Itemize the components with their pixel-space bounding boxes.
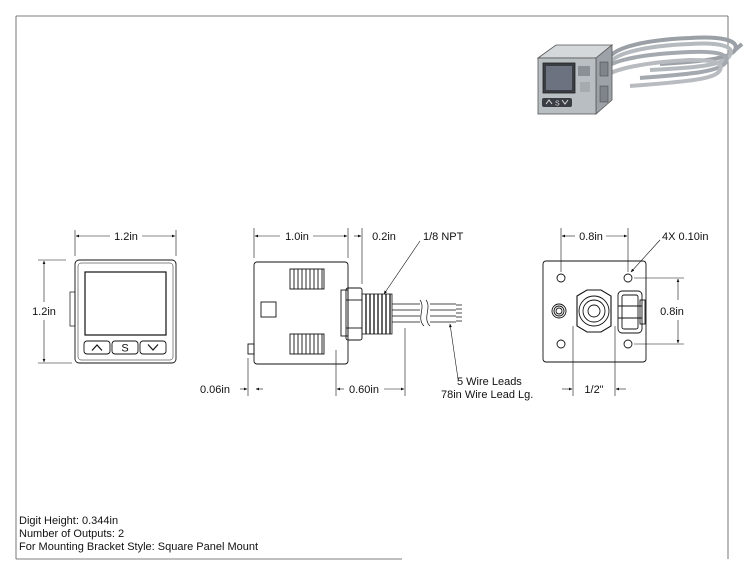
back-port-label: 1/2" — [584, 384, 603, 396]
wire-length-label: 78in Wire Lead Lg. — [441, 389, 533, 401]
back-hole-spacing-dimension — [560, 228, 629, 272]
front-height-dimension — [38, 259, 72, 364]
connector-offset-dimension — [240, 358, 263, 396]
side-view — [247, 261, 462, 365]
sensor-isometric-render: S — [536, 35, 744, 115]
lead-length-label: 0.60in — [349, 384, 379, 396]
connector-offset-label: 0.06in — [200, 384, 230, 396]
set-key-label: S — [121, 343, 128, 355]
back-holes-label: 4X 0.10in — [662, 231, 708, 243]
side-depth-label: 1.0in — [285, 231, 309, 243]
back-hole-spacing-label: 0.8in — [579, 231, 603, 243]
back-view — [542, 260, 647, 363]
note-digit-height: Digit Height: 0.344in — [19, 515, 119, 527]
front-view — [69, 259, 177, 364]
side-depth-dimension — [253, 228, 349, 258]
svg-text:S: S — [555, 101, 560, 108]
holes-leader — [630, 239, 661, 273]
front-width-label: 1.2in — [114, 231, 138, 243]
thread-label: 1/8 NPT — [423, 231, 464, 243]
wire-leader — [449, 323, 459, 380]
front-width-dimension — [74, 230, 177, 256]
note-outputs: Number of Outputs: 2 — [19, 528, 125, 540]
wire-leads-label: 5 Wire Leads — [457, 376, 522, 388]
back-vertical-label: 0.8in — [660, 306, 684, 318]
sheet-border — [15, 15, 729, 560]
spec-notes: Digit Height: 0.344in Number of Outputs:… — [19, 515, 258, 554]
port-length-dimension — [354, 228, 363, 284]
lead-length-dimension — [335, 328, 406, 396]
back-port-dimension — [562, 326, 626, 396]
note-mounting: For Mounting Bracket Style: Square Panel… — [19, 541, 259, 553]
front-height-label: 1.2in — [32, 306, 56, 318]
thread-leader — [383, 240, 421, 295]
back-vertical-dimension — [634, 277, 684, 345]
port-length-label: 0.2in — [372, 231, 396, 243]
